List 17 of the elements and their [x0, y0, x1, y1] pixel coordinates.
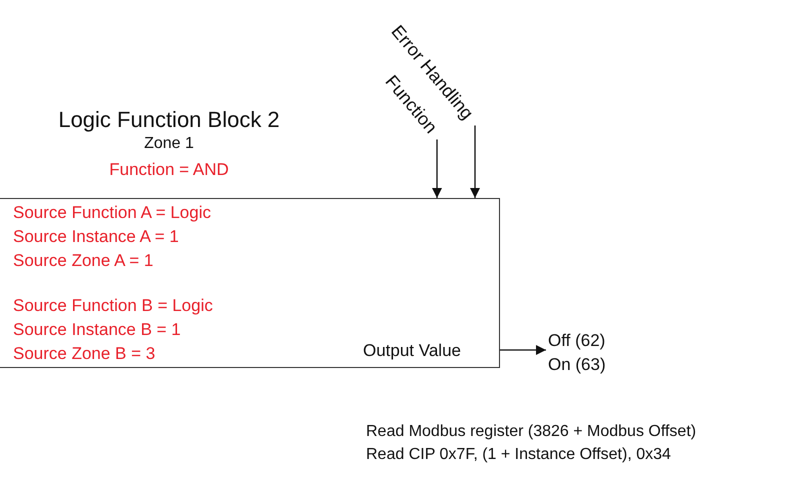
arrow — [500, 345, 546, 355]
zone-label: Zone 1 — [144, 136, 194, 152]
output-label: Output Value — [363, 342, 461, 359]
block-title: Logic Function Block 2 — [58, 109, 280, 131]
arrow — [470, 125, 480, 198]
register-note: Read CIP 0x7F, (1 + Instance Offset), 0x34 — [366, 447, 671, 463]
source-setting: Source Instance A = 1 — [13, 228, 179, 245]
source-setting: Source Instance B = 1 — [13, 321, 181, 338]
source-setting: Source Zone A = 1 — [13, 252, 154, 269]
arrow — [432, 139, 442, 198]
register-note: Read Modbus register (3826 + Modbus Offset) — [366, 424, 696, 440]
source-setting: Source Zone B = 3 — [13, 345, 156, 362]
source-setting: Source Function A = Logic — [13, 204, 211, 221]
state-value: Off (62) — [548, 332, 606, 349]
state-value: On (63) — [548, 356, 606, 373]
source-setting: Source Function B = Logic — [13, 297, 213, 314]
function-setting: Function = AND — [109, 161, 229, 178]
